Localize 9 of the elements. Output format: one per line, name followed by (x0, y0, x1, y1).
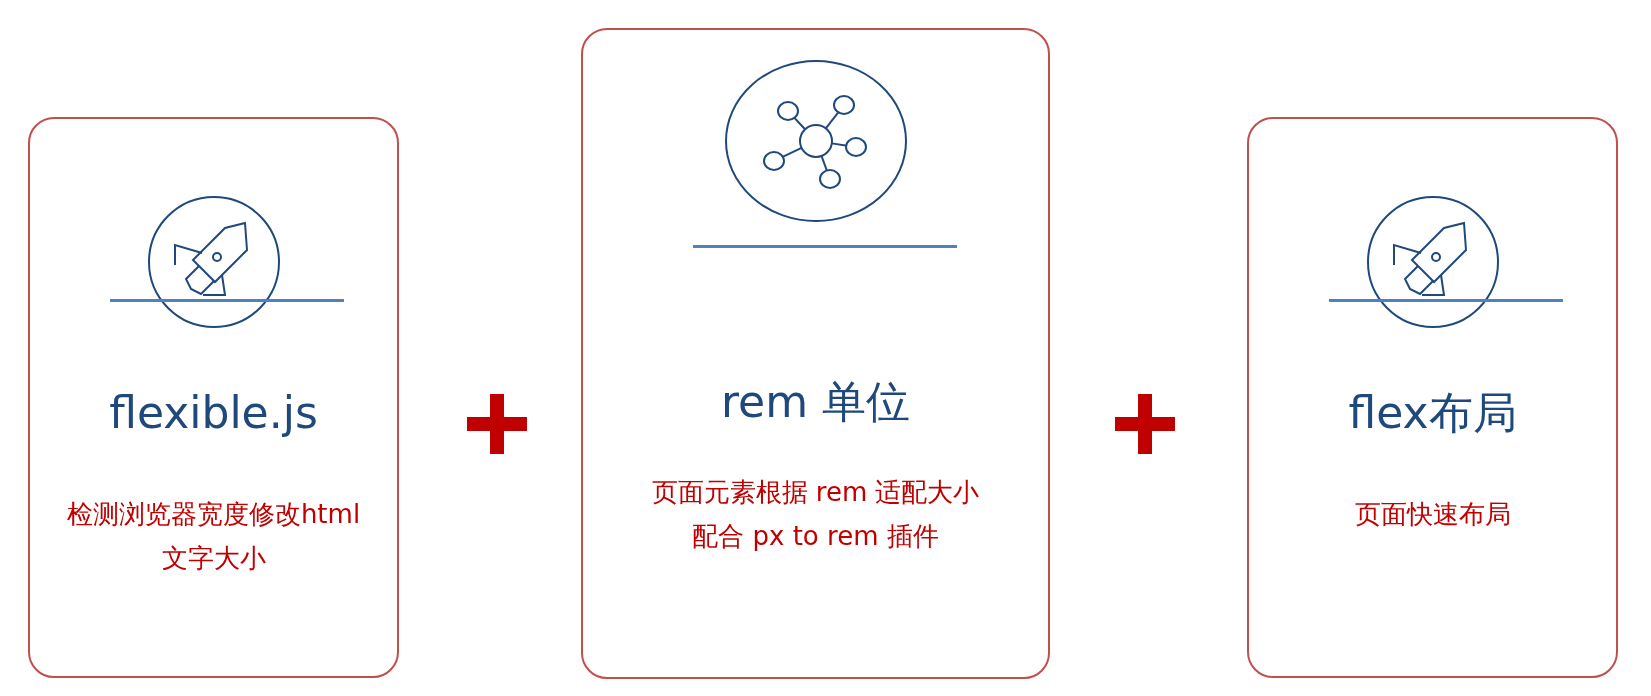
card-description: 检测浏览器宽度修改html 文字大小 (65, 498, 362, 575)
card (28, 117, 399, 678)
card (581, 28, 1050, 679)
card-title: flex布局 (1347, 387, 1518, 439)
card-description: 页面元素根据 rem 适配大小配合 px to rem 插件 (650, 476, 981, 553)
card (1247, 117, 1618, 678)
card-title: flexible.js (108, 387, 319, 439)
card-title: rem 单位 (719, 376, 911, 428)
card-description: 页面快速布局 (1353, 498, 1512, 531)
